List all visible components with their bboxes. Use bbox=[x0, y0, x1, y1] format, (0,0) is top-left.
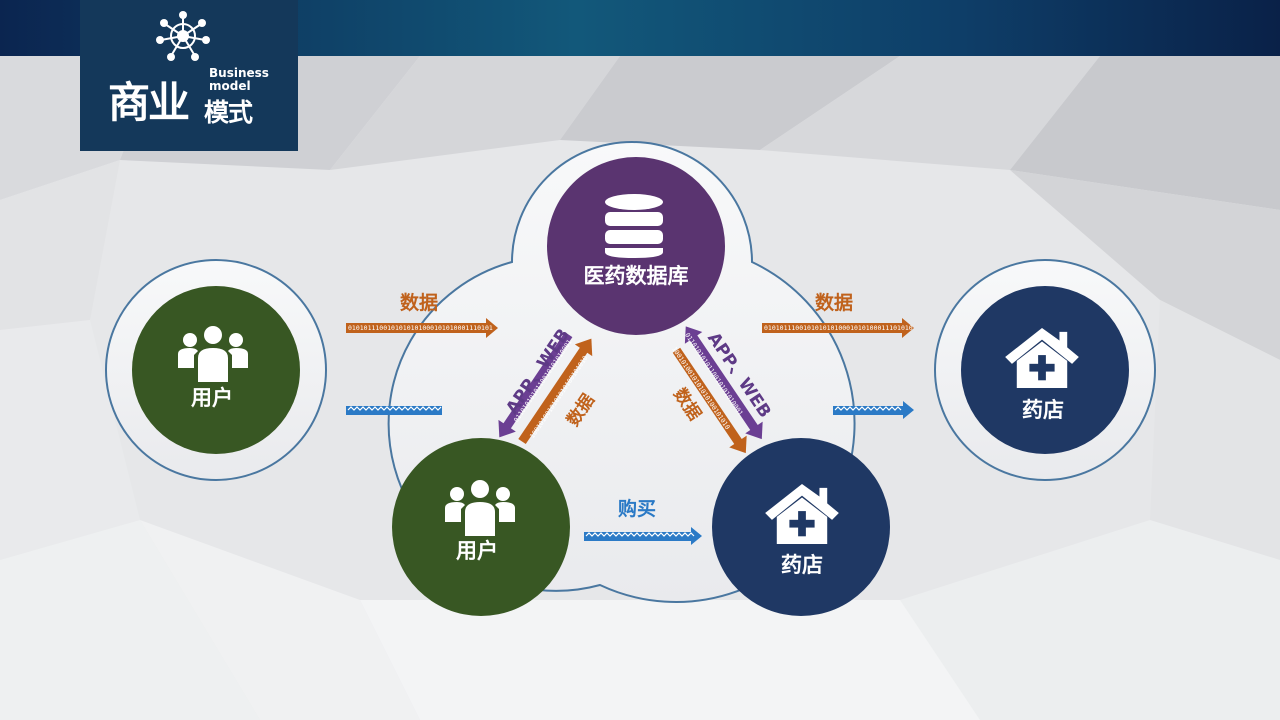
page-title: 商业 bbox=[108, 78, 190, 127]
pharmacy-inner-label: 药店 bbox=[781, 553, 823, 577]
purchase-label: 购买 bbox=[618, 498, 657, 520]
app-web-arrow-left bbox=[498, 332, 573, 438]
network-icon bbox=[156, 11, 210, 61]
blue-dashed-arrow-left bbox=[346, 406, 442, 415]
app-web-arrow-right bbox=[684, 326, 763, 440]
database-label: 医药数据库 bbox=[583, 264, 689, 288]
user-inner-label: 用户 bbox=[456, 539, 498, 563]
data-label-right: 数据 bbox=[815, 292, 854, 314]
purchase-arrow bbox=[584, 527, 702, 545]
user-outer-label: 用户 bbox=[191, 386, 233, 410]
page-title-suffix: 模式 bbox=[204, 98, 253, 127]
data-label-left: 数据 bbox=[400, 292, 439, 314]
title-english: Business model bbox=[209, 66, 269, 94]
binary-text: 0101011100101010101000101010001110101 bbox=[348, 324, 493, 332]
database-icon bbox=[605, 194, 663, 258]
database-node bbox=[547, 157, 725, 335]
data-arrow-inner-left bbox=[518, 338, 593, 444]
pharmacy-outer-label: 药店 bbox=[1022, 398, 1064, 422]
blue-dashed-arrow-right bbox=[833, 401, 914, 419]
data-arrow-inner-right bbox=[672, 347, 747, 454]
data-arrow-right bbox=[762, 318, 914, 338]
data-arrow-left bbox=[346, 318, 498, 338]
title-block: Business model 商业 模式 bbox=[80, 0, 298, 151]
binary-text: 01010111001010101010001010100011101010 bbox=[764, 324, 913, 332]
